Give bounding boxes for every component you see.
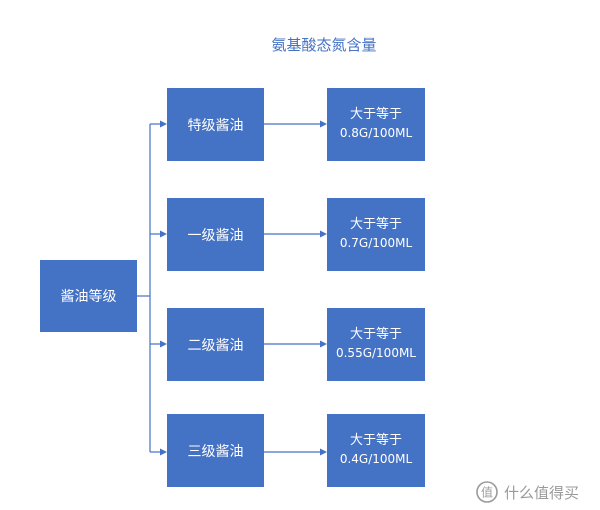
grade-node-label: 特级酱油 [187, 117, 244, 134]
grade-node-2: 二级酱油 [167, 308, 264, 381]
grade-node-1: 一级酱油 [167, 198, 264, 271]
amount-node-qualifier: 大于等于 [349, 327, 402, 343]
grade-node-3: 三级酱油 [167, 414, 264, 487]
root-node: 酱油等级 [40, 260, 137, 332]
grade-node-0: 特级酱油 [167, 88, 264, 161]
grade-node-label: 二级酱油 [187, 337, 244, 354]
amount-arrowhead-3 [320, 448, 327, 456]
arrowhead-3 [160, 448, 167, 456]
diagram-title: 氨基酸态氮含量 [271, 36, 377, 54]
arrowhead-2 [160, 340, 167, 348]
svg-text:值: 值 [481, 485, 493, 500]
amount-arrowhead-1 [320, 230, 327, 238]
amount-arrowhead-2 [320, 340, 327, 348]
grade-node-label: 一级酱油 [187, 227, 244, 244]
root-node-label: 酱油等级 [60, 289, 117, 305]
amount-node-qualifier: 大于等于 [349, 433, 402, 449]
arrowhead-1 [160, 230, 167, 238]
amount-node-value: 0.7G/100ML [339, 236, 413, 251]
amount-node-value: 0.8G/100ML [339, 126, 413, 141]
amount-node-1: 大于等于 0.7G/100ML [327, 198, 425, 271]
amount-node-value: 0.55G/100ML [335, 346, 416, 361]
watermark: 值 什么值得买 [476, 480, 579, 504]
smzdm-logo-icon: 值 [476, 481, 498, 503]
grade-node-label: 三级酱油 [187, 443, 244, 460]
watermark-text: 什么值得买 [504, 483, 580, 502]
amount-node-0: 大于等于 0.8G/100ML [327, 88, 425, 161]
amount-arrowhead-0 [320, 120, 327, 128]
amount-node-3: 大于等于 0.4G/100ML [327, 414, 425, 487]
amount-node-qualifier: 大于等于 [349, 217, 402, 233]
arrowhead-0 [160, 120, 167, 128]
amount-node-2: 大于等于 0.55G/100ML [327, 308, 425, 381]
amount-node-value: 0.4G/100ML [339, 452, 413, 467]
amount-node-qualifier: 大于等于 [349, 107, 402, 123]
